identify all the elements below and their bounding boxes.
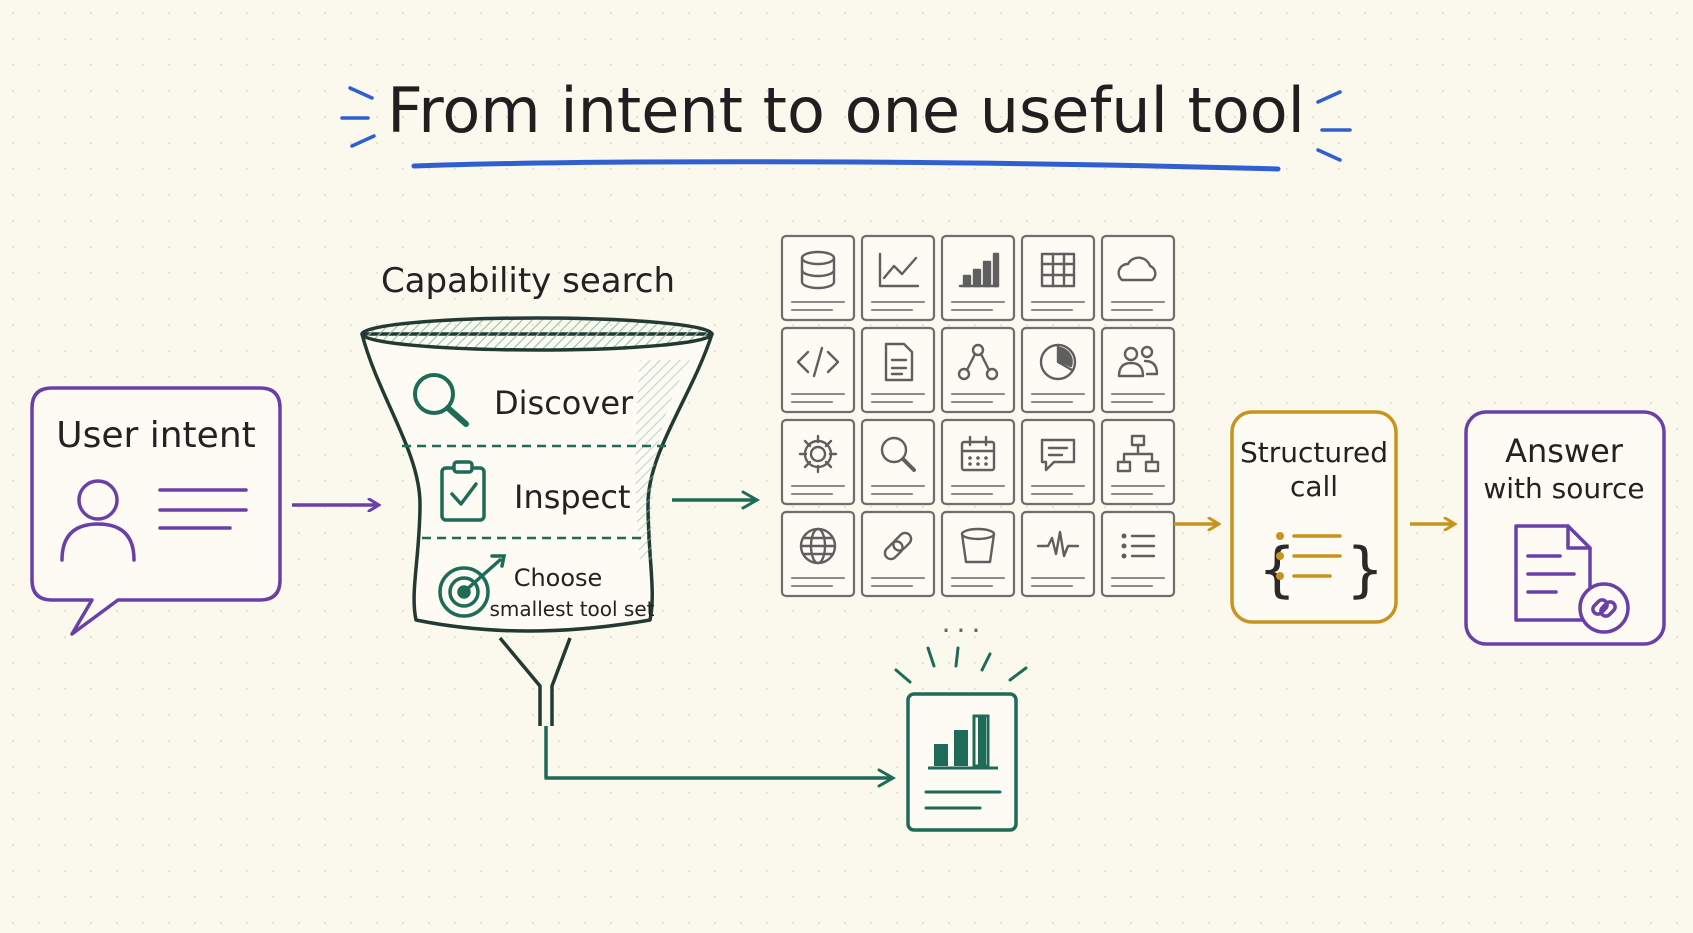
magnifier-icon — [413, 373, 469, 427]
title-group: From intent to one useful tool — [340, 74, 1352, 172]
funnel-rim — [360, 316, 714, 352]
capability-search-funnel: Capability search Discover Inspect Choos — [360, 261, 714, 726]
chat-icon — [1040, 438, 1076, 472]
tool-card — [1100, 326, 1176, 414]
clipboard-check-icon — [440, 460, 486, 522]
tool-card — [1020, 326, 1096, 414]
pie-chart-icon — [1039, 343, 1077, 381]
table-icon — [1040, 252, 1076, 288]
org-chart-icon — [1116, 434, 1160, 473]
selected-bar-chart-icon — [928, 714, 998, 770]
tool-card — [860, 510, 936, 598]
tool-card — [1020, 510, 1096, 598]
gear-icon — [798, 434, 838, 474]
title-underline — [411, 159, 1281, 172]
tool-card — [780, 326, 856, 414]
tool-card — [780, 510, 856, 598]
selected-tool-card — [894, 646, 1028, 832]
user-intent-label: User intent — [56, 415, 256, 456]
tool-card — [1020, 418, 1096, 506]
search-icon — [880, 436, 916, 472]
answer-node: Answer with source — [1464, 410, 1666, 646]
link-icon — [1591, 598, 1617, 618]
link-icon — [883, 531, 913, 561]
tool-card — [940, 326, 1016, 414]
right-brace-icon: } — [1346, 535, 1384, 605]
answer-label-line1: Answer — [1505, 432, 1624, 470]
structured-call-label-line1: Structured — [1240, 436, 1388, 469]
tool-card — [940, 234, 1016, 322]
diagram-title: From intent to one useful tool — [387, 74, 1305, 147]
bucket-icon — [960, 527, 996, 564]
globe-icon — [799, 527, 837, 565]
tool-card — [1100, 234, 1176, 322]
waveform-icon — [1036, 530, 1080, 558]
sparkle-lines — [894, 646, 1028, 684]
step-inspect-label: Inspect — [514, 478, 631, 516]
step-choose-label-line2: smallest tool set — [490, 597, 655, 621]
network-icon — [957, 343, 999, 381]
code-icon — [796, 346, 840, 378]
user-icon — [60, 479, 136, 562]
title-accent-right — [1316, 90, 1352, 162]
line-chart-icon — [878, 252, 920, 288]
json-braces-icon: { } — [1258, 532, 1384, 605]
list-icon — [1121, 533, 1156, 559]
tool-card — [1100, 510, 1176, 598]
database-icon — [800, 250, 836, 290]
tool-card — [860, 326, 936, 414]
more-tools-indicator: ... — [942, 606, 987, 639]
tool-card — [860, 418, 936, 506]
structured-call-label-line2: call — [1290, 470, 1338, 503]
tool-card — [780, 418, 856, 506]
answer-label-line2: with source — [1483, 472, 1644, 505]
structured-call-node: Structured call { } — [1230, 410, 1398, 624]
funnel-spout — [498, 636, 572, 726]
funnel-shading — [635, 360, 690, 560]
left-brace-icon: { — [1258, 535, 1296, 605]
calendar-icon — [960, 435, 996, 472]
title-accent-left — [340, 86, 376, 148]
tool-card — [1100, 418, 1176, 506]
step-choose-label-line1: Choose — [514, 564, 603, 592]
capability-search-label: Capability search — [381, 261, 675, 301]
step-discover-label: Discover — [494, 384, 634, 422]
document-icon — [884, 342, 914, 382]
document-with-link-icon — [1514, 524, 1630, 634]
user-intent-bubble — [30, 386, 282, 636]
text-lines-icon — [158, 488, 248, 530]
bar-chart-icon — [958, 252, 1000, 288]
tool-card — [780, 234, 856, 322]
tool-card — [1020, 234, 1096, 322]
tool-card — [940, 418, 1016, 506]
users-icon — [1117, 345, 1159, 378]
tool-card — [940, 510, 1016, 598]
tool-card — [860, 234, 936, 322]
cloud-icon — [1117, 256, 1157, 282]
arrow-funnel-to-selected-tool — [544, 726, 892, 778]
tool-grid — [780, 234, 1176, 598]
target-icon — [438, 554, 507, 618]
user-intent-node: User intent — [30, 386, 282, 636]
